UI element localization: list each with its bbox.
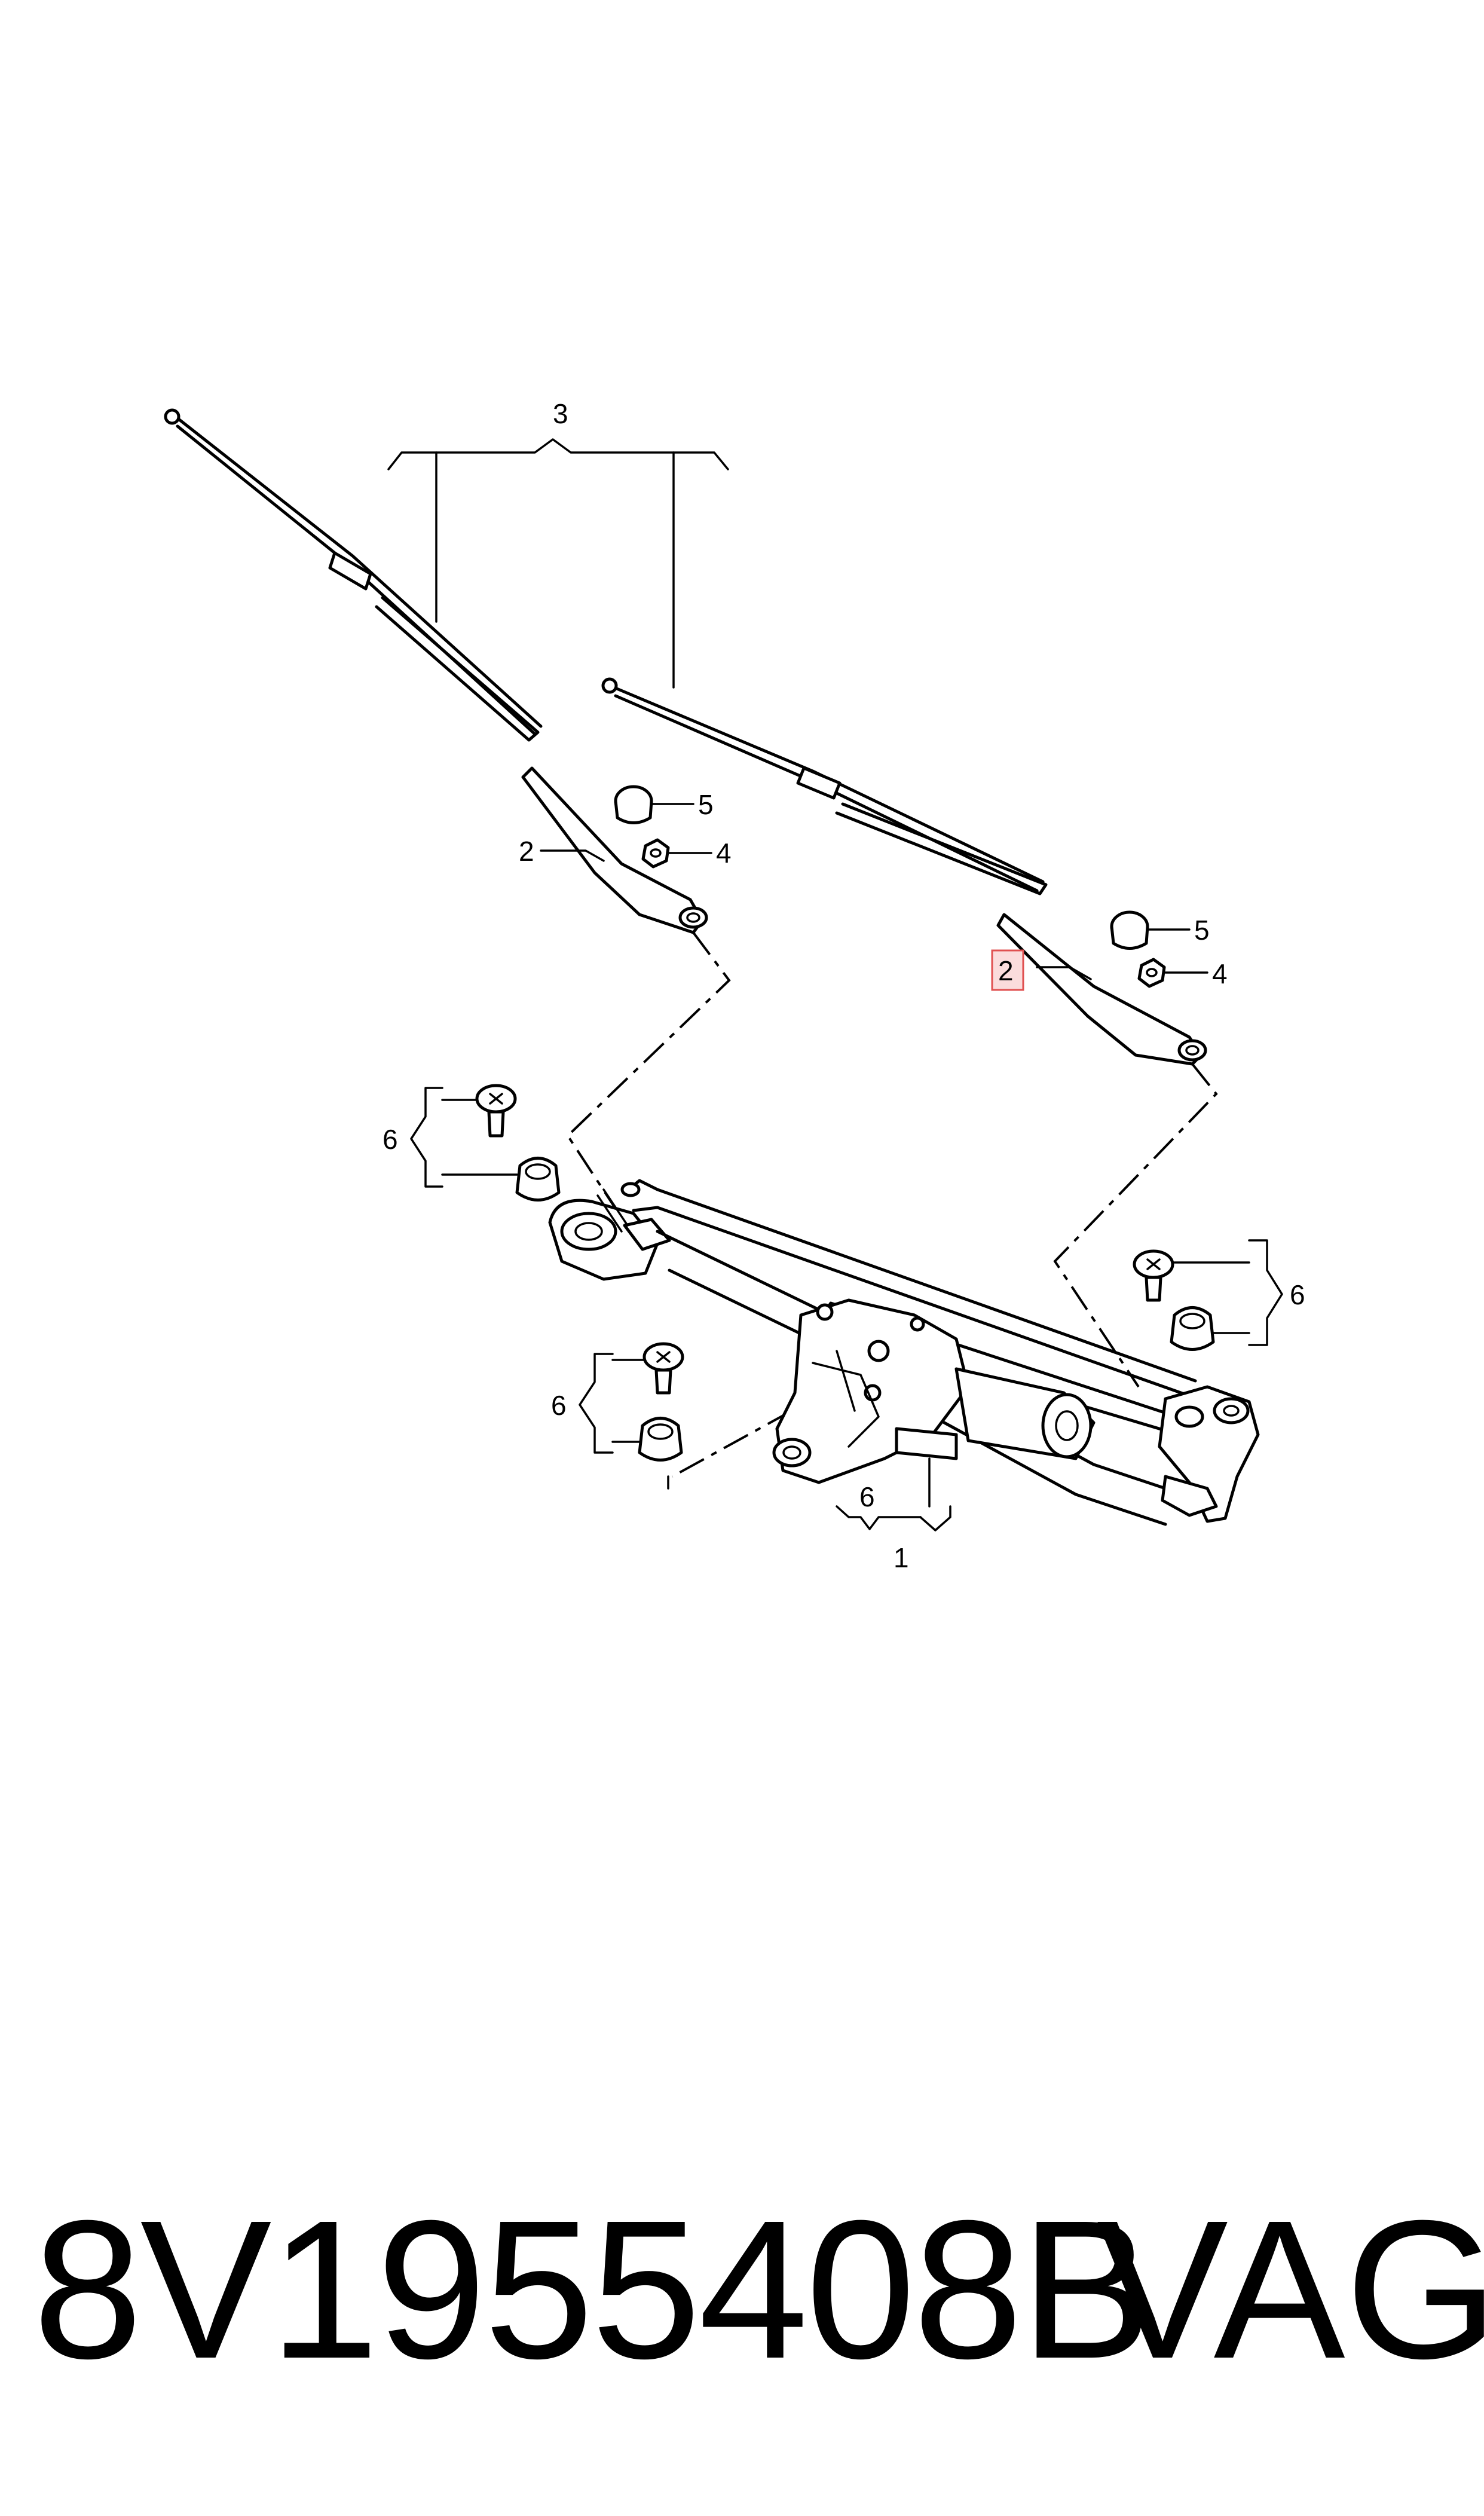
dash-line-right [1053, 1063, 1218, 1388]
callout-6-right: 6 [1290, 1279, 1305, 1310]
leader-2-right [1036, 966, 1092, 980]
wiper-linkage-frame [548, 1179, 1260, 1526]
callout-4-left: 4 [716, 837, 732, 869]
callout-5-left: 5 [698, 789, 714, 820]
callout-3: 3 [553, 398, 568, 429]
callout-6-upper-left: 6 [383, 1124, 398, 1155]
callout-2-right: 2 [998, 955, 1014, 986]
callout-6-bottom: 6 [859, 1481, 875, 1512]
bolt-grommet-upper-left [410, 1084, 561, 1202]
footer-caption: 8V1955408B VAG [0, 2164, 1484, 2415]
callout-2-left: 2 [519, 836, 534, 867]
bracket-3 [387, 438, 729, 689]
bolt-grommet-lower-left [579, 1342, 684, 1490]
callout-5-right: 5 [1194, 915, 1210, 946]
bolt-grommet-right [1133, 1239, 1283, 1351]
callout-4-right: 4 [1212, 958, 1228, 989]
brand-name: VAG [1097, 2179, 1484, 2399]
dash-line-left [566, 931, 731, 1233]
callout-labels: 3 2 2 5 4 5 4 6 6 6 6 1 [383, 398, 1305, 1573]
leader-2-left [540, 849, 605, 862]
callout-1: 1 [894, 1542, 909, 1573]
cap-and-nut-right [1110, 910, 1208, 988]
callout-2-right-highlight [991, 949, 1024, 991]
bracket-bottom [836, 1457, 951, 1531]
cap-and-nut-left [614, 785, 712, 869]
part-number: 8V1955408B [33, 2179, 1152, 2399]
callout-6-lower-left: 6 [551, 1390, 567, 1421]
right-wiper-arm-assembly [601, 677, 1207, 1066]
dash-line-bottom [672, 1410, 793, 1478]
